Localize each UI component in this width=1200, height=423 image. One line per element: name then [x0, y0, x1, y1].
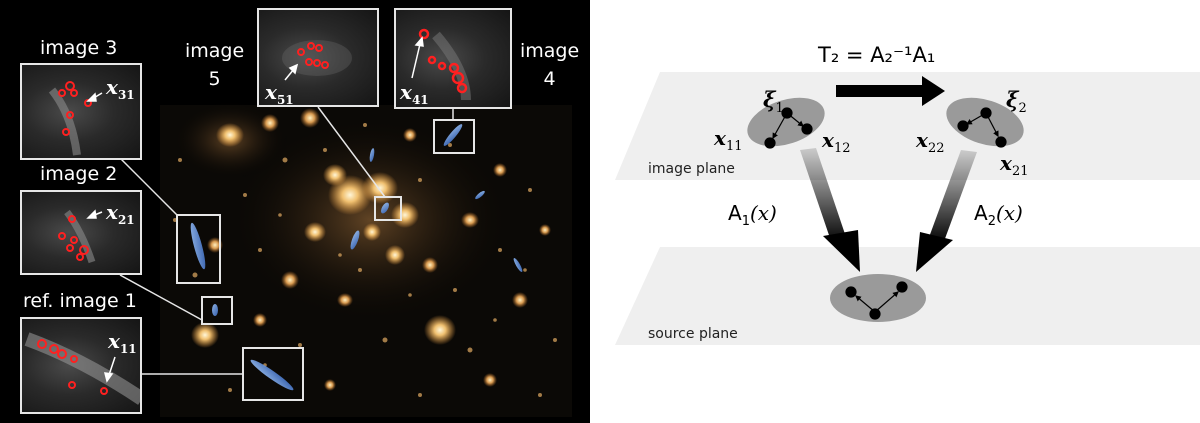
image-plane-label: image plane	[648, 161, 735, 177]
image5-inset: x51	[257, 8, 379, 107]
xi1-label: ξ1	[763, 87, 784, 117]
lensing-diagram-panel: T₂ = A₂⁻¹A₁ image plane source plane ξ1 …	[600, 0, 1200, 423]
x21-inset-label: x21	[106, 200, 135, 227]
x12-label: x12	[822, 128, 851, 156]
image2-label: image 2	[40, 163, 118, 185]
lensing-photo-panel: image 3 image 5 image 4 image 2 ref. ima…	[0, 0, 590, 423]
x41-label: x41	[400, 80, 429, 107]
A2-label: A2(x)	[974, 201, 1023, 229]
x22-label: x22	[916, 128, 945, 156]
A2-arrow	[916, 150, 977, 272]
A1-label: A1(x)	[728, 201, 777, 229]
cluster-field	[119, 100, 572, 417]
image2-ellipse	[946, 97, 1024, 147]
ref-image1-label: ref. image 1	[23, 290, 137, 312]
image4-marker-box	[433, 119, 475, 154]
image2-points	[957, 107, 1007, 148]
x11-label: x11	[714, 126, 743, 154]
image1-marker-box	[201, 296, 233, 325]
image2-inset: x21	[20, 190, 142, 275]
source-plane-label: source plane	[648, 326, 738, 342]
image4-label: image 4	[520, 40, 580, 90]
ref-image1-inset: x11	[20, 317, 142, 414]
A1-arrow	[800, 148, 860, 272]
image4-inset: x41	[394, 8, 512, 109]
x21-label: x21	[1000, 151, 1029, 179]
image-plane	[615, 72, 1200, 180]
image5-label: image 5	[185, 40, 245, 90]
x51-label: x51	[265, 80, 294, 107]
source-points	[845, 281, 908, 320]
image5-marker-box	[374, 196, 402, 221]
x11-inset-label: x11	[108, 329, 137, 356]
transform-arrow	[836, 76, 945, 106]
image1-points	[764, 107, 813, 149]
image3-inset: x31	[20, 63, 142, 160]
xi2-label: ξ2	[1006, 87, 1027, 117]
x31-label: x31	[106, 75, 135, 102]
image3-label: image 3	[40, 37, 118, 59]
transform-label: T₂ = A₂⁻¹A₁	[818, 43, 936, 67]
image2-marker-box	[176, 214, 221, 284]
